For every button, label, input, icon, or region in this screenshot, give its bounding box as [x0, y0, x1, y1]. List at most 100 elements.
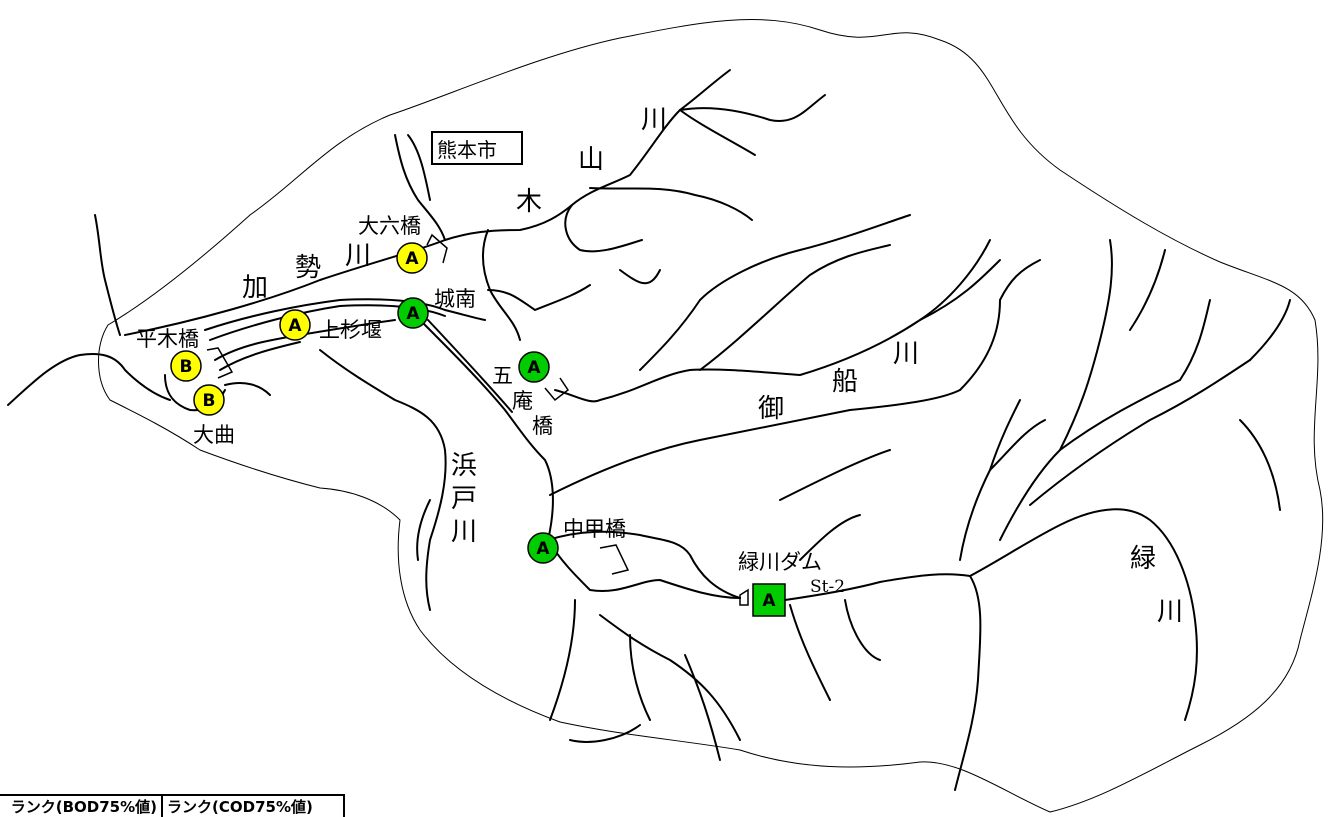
river-line [94, 214, 121, 336]
river-line [684, 654, 721, 761]
station-rank-label: B [203, 391, 216, 411]
river-line [124, 109, 681, 336]
river-line [394, 134, 446, 241]
station-label: 城南 [434, 287, 476, 311]
legend-bod-header: ランク(BOD75%値) [0, 796, 163, 817]
river-line [407, 134, 431, 201]
station-label: 上杉堰 [319, 318, 382, 342]
river-line [547, 539, 741, 599]
river-name-char: 緑 [1130, 544, 1156, 574]
river-line [547, 530, 741, 599]
station-rank-label: B [180, 357, 193, 377]
river-line [569, 724, 641, 743]
station-marker-shape[interactable] [397, 297, 429, 329]
station-label: 大六橋 [358, 214, 421, 238]
river-line [416, 499, 431, 561]
river-line [599, 614, 741, 741]
river-name-char: 御 [758, 394, 784, 424]
river-line [959, 259, 1041, 391]
station-marker-shape[interactable] [396, 242, 428, 274]
river-line [779, 449, 891, 501]
station-marker-shape[interactable] [279, 309, 311, 341]
station-marker-shape[interactable] [170, 350, 202, 382]
station-marker-hiragi[interactable]: B [170, 350, 202, 382]
station-marker-midoridam[interactable]: A [752, 583, 786, 617]
river-line [959, 399, 1021, 561]
river-line [419, 319, 554, 541]
river-line [639, 214, 911, 371]
river-line [1179, 299, 1211, 381]
river-line [784, 573, 982, 791]
flow-arrows [206, 233, 749, 606]
station-marker-nakakou[interactable]: A [527, 532, 559, 564]
station-code-label: St-2 [810, 577, 845, 597]
flow-arrow [599, 544, 630, 575]
river-line [1249, 299, 1291, 361]
river-line [699, 244, 891, 371]
station-marker-jonan[interactable]: A [397, 297, 429, 329]
river-name-char: 川 [345, 241, 371, 271]
flow-arrow [739, 588, 749, 606]
river-line [919, 259, 1001, 321]
river-line [219, 341, 301, 371]
station-label: 中甲橋 [563, 517, 626, 541]
station-rank-label: A [406, 304, 420, 324]
river-line [679, 94, 826, 122]
river-line [589, 187, 753, 221]
river-line [564, 204, 643, 253]
station-marker-goan[interactable]: A [518, 351, 550, 383]
river-line [1129, 249, 1166, 331]
flow-arrow [206, 347, 234, 379]
station-label-vertical: 橋 [532, 414, 553, 438]
river-line [679, 109, 756, 156]
station-marker-shape[interactable] [752, 583, 786, 617]
river-name-char: 山 [578, 145, 604, 175]
river-name-char: 戸 [451, 484, 477, 514]
station-marker-kamisugi[interactable]: A [279, 309, 311, 341]
station-marker-shape[interactable] [518, 351, 550, 383]
legend-cod-header: ランク(COD75%値) [163, 796, 345, 817]
station-label: 大曲 [193, 423, 235, 447]
station-rank-label: A [405, 249, 419, 269]
station-rank-label: A [527, 358, 541, 378]
river-name-char: 木 [516, 187, 542, 217]
river-line [1239, 419, 1281, 511]
flow-arrow [544, 377, 570, 402]
river-line [679, 69, 731, 111]
legend-table: ランク(BOD75%値) ランク(COD75%値) [0, 794, 345, 817]
station-marker-dairoku[interactable]: A [396, 242, 428, 274]
station-rank-label: A [288, 316, 302, 336]
station-marker-shape[interactable] [193, 384, 225, 416]
station-label-vertical: 五 [492, 364, 513, 388]
river-line [969, 508, 1198, 721]
river-name-char: 船 [832, 367, 858, 397]
river-line [629, 634, 651, 721]
city-label-box [431, 131, 523, 165]
basin-boundary [98, 19, 1324, 813]
river-name-char: 川 [641, 105, 667, 135]
station-label: 平木橋 [136, 327, 199, 351]
city-label: 熊本市 [437, 138, 497, 162]
river-line [1029, 359, 1251, 506]
station-marker-omagari[interactable]: B [193, 384, 225, 416]
river-line [427, 319, 513, 413]
river-line [799, 514, 861, 561]
river-line [789, 604, 831, 701]
river-line [224, 382, 271, 396]
river-line [619, 269, 661, 285]
river-line [844, 599, 881, 661]
river-line [482, 229, 521, 341]
river-line [1059, 239, 1113, 451]
station-label-vertical: 庵 [512, 389, 533, 413]
river-name-char: 川 [893, 339, 919, 369]
river-line [7, 352, 171, 406]
river-name-char: 加 [242, 273, 268, 303]
river-name-char: 川 [1157, 597, 1183, 627]
station-marker-shape[interactable] [527, 532, 559, 564]
station-label: 緑川ダム [738, 550, 822, 574]
river-line [554, 239, 991, 403]
station-rank-label: A [536, 539, 550, 559]
river-line [989, 419, 1046, 471]
